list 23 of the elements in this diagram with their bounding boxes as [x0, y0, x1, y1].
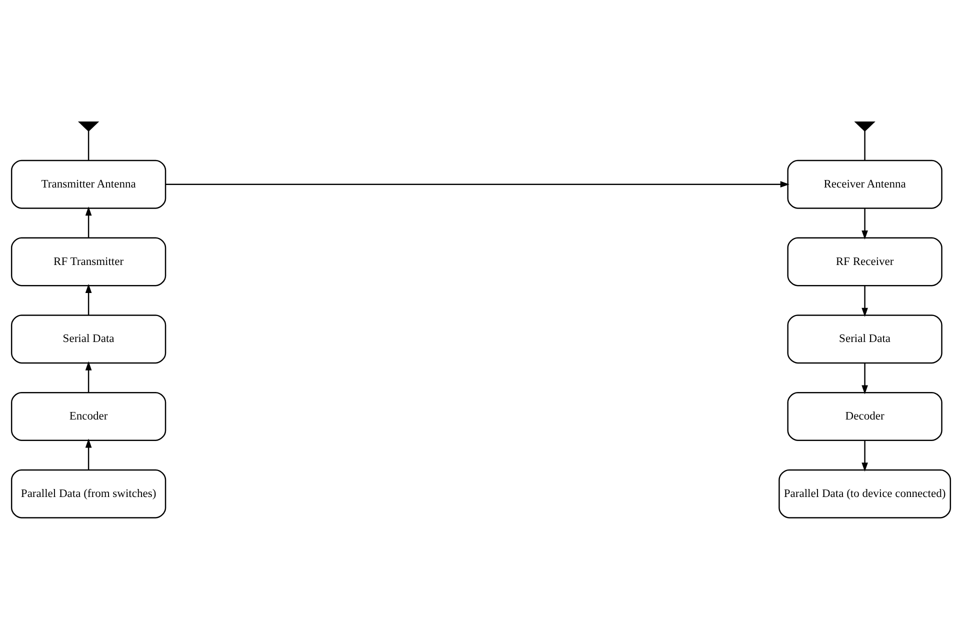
- arrow: [862, 363, 868, 394]
- arrow: [85, 361, 92, 392]
- node-box: Parallel Data (from switches): [10, 469, 166, 518]
- node-antenna: [854, 122, 876, 132]
- connector: [864, 130, 866, 160]
- node-antenna: [78, 122, 100, 132]
- connector: [88, 130, 90, 160]
- node-box: RF Receiver: [787, 237, 942, 286]
- node-box: Serial Data: [787, 314, 942, 364]
- arrow: [862, 208, 868, 240]
- arrow: [862, 286, 868, 317]
- node-box: Transmitter Antenna: [10, 160, 166, 209]
- arrow: [85, 206, 92, 238]
- node-box: Encoder: [10, 392, 166, 441]
- node-box: Receiver Antenna: [787, 160, 942, 209]
- node-box: Parallel Data (to device connected): [778, 469, 952, 518]
- node-box: Decoder: [787, 392, 942, 441]
- node-box: RF Transmitter: [10, 237, 166, 286]
- arrow: [85, 284, 92, 316]
- arrow: [862, 440, 868, 472]
- node-box: Serial Data: [10, 314, 166, 364]
- arrow: [166, 181, 790, 188]
- arrow: [85, 438, 92, 470]
